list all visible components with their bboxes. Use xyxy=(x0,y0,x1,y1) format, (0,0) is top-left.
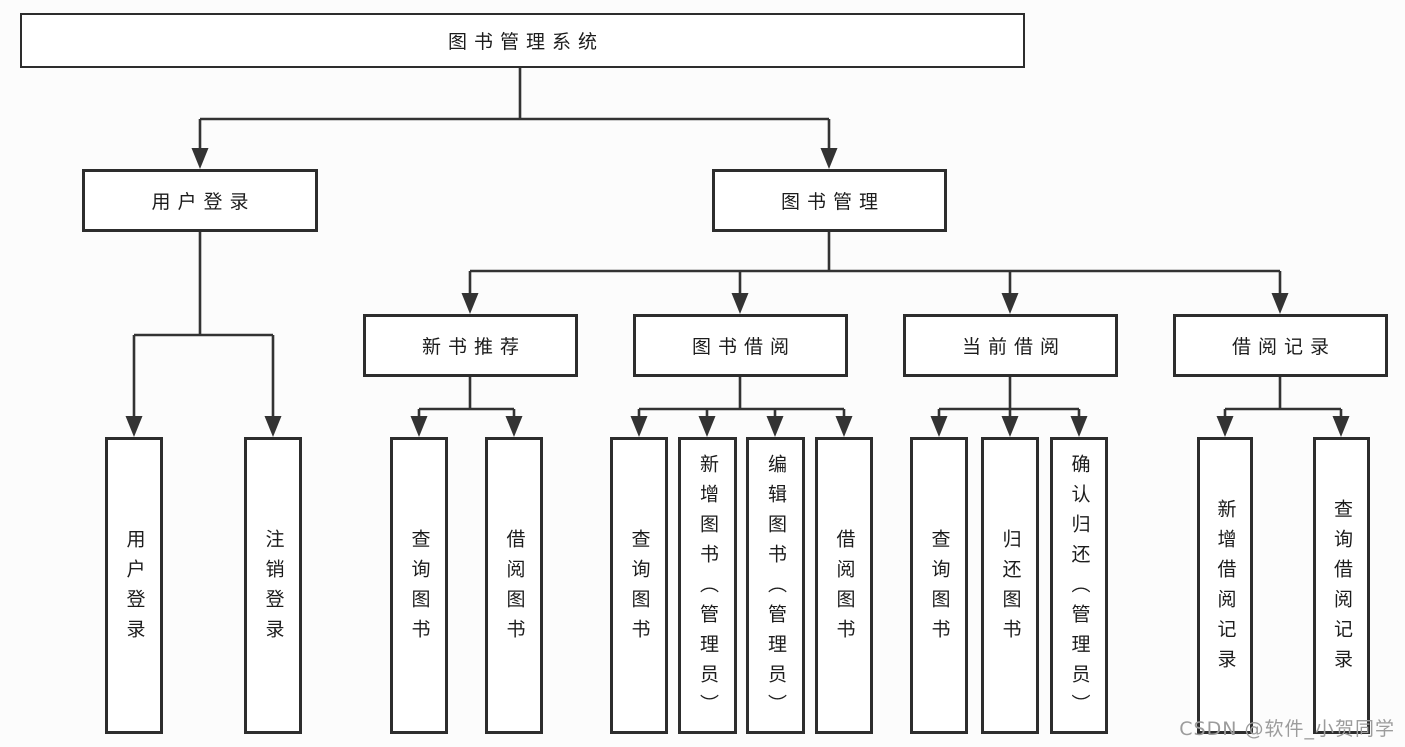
leaf-user-login: 用户登录 xyxy=(105,437,163,734)
node-user-login-module: 用户登录 xyxy=(82,169,318,232)
node-book-management-module: 图书管理 xyxy=(712,169,947,232)
node-current-borrowing: 当前借阅 xyxy=(903,314,1118,377)
node-new-book-recommendation: 新书推荐 xyxy=(363,314,578,377)
node-book-borrowing: 图书借阅 xyxy=(633,314,848,377)
leaf-borrow-edit-books-admin: 编辑图书（管理员） xyxy=(746,437,805,734)
leaf-borrow-add-books-admin: 新增图书（管理员） xyxy=(678,437,737,734)
leaf-recommend-query-books: 查询图书 xyxy=(390,437,448,734)
leaf-records-add-borrow-record: 新增借阅记录 xyxy=(1197,437,1253,734)
csdn-watermark: CSDN @软件_小贺同学 xyxy=(1179,718,1395,740)
leaf-records-query-borrow-record: 查询借阅记录 xyxy=(1313,437,1370,734)
node-borrowing-records: 借阅记录 xyxy=(1173,314,1388,377)
leaf-borrow-borrow-books: 借阅图书 xyxy=(815,437,873,734)
leaf-borrow-query-books: 查询图书 xyxy=(610,437,668,734)
leaf-logout: 注销登录 xyxy=(244,437,302,734)
leaf-current-return-books: 归还图书 xyxy=(981,437,1039,734)
leaf-recommend-borrow-books: 借阅图书 xyxy=(485,437,543,734)
node-library-management-system: 图书管理系统 xyxy=(20,13,1025,68)
leaf-current-confirm-return-admin: 确认归还（管理员） xyxy=(1050,437,1108,734)
leaf-current-query-books: 查询图书 xyxy=(910,437,968,734)
